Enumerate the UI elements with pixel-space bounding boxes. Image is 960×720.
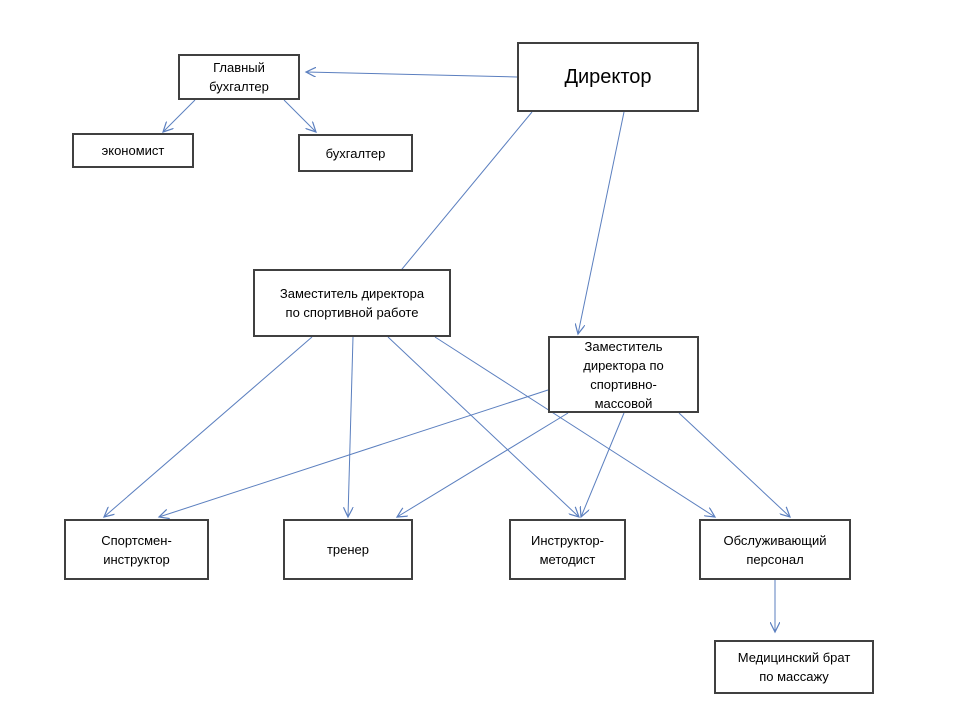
node-chief-accountant: Главный бухгалтер [178,54,300,100]
edge-deputy-sport-to-athlete-instructor [104,336,313,517]
edge-deputy-mass-to-service-staff [678,412,790,517]
edge-chief-accountant-to-accountant [283,99,316,132]
edge-deputy-sport-to-service-staff [434,336,715,517]
node-massage-nurse: Медицинский брат по массажу [714,640,874,694]
edge-deputy-sport-to-instructor-methodist [387,336,579,517]
node-accountant: бухгалтер [298,134,413,172]
edge-deputy-mass-to-instructor-methodist [581,412,625,517]
node-coach: тренер [283,519,413,580]
edge-deputy-sport-to-coach [348,336,354,517]
node-service-staff: Обслуживающий персонал [699,519,851,580]
edge-director-to-chief-accountant [306,72,518,78]
node-economist: экономист [72,133,194,168]
edge-deputy-mass-to-coach [397,412,569,517]
edge-director-to-deputy-mass [578,111,625,334]
edge-director-to-deputy-sport [388,111,533,286]
edge-chief-accountant-to-economist [163,99,196,132]
node-instructor-methodist: Инструктор- методист [509,519,626,580]
node-deputy-sport: Заместитель директора по спортивной рабо… [253,269,451,337]
node-deputy-mass: Заместитель директора по спортивно- масс… [548,336,699,413]
edge-deputy-mass-to-athlete-instructor [159,389,549,517]
node-athlete-instructor: Спортсмен- инструктор [64,519,209,580]
node-director: Директор [517,42,699,112]
